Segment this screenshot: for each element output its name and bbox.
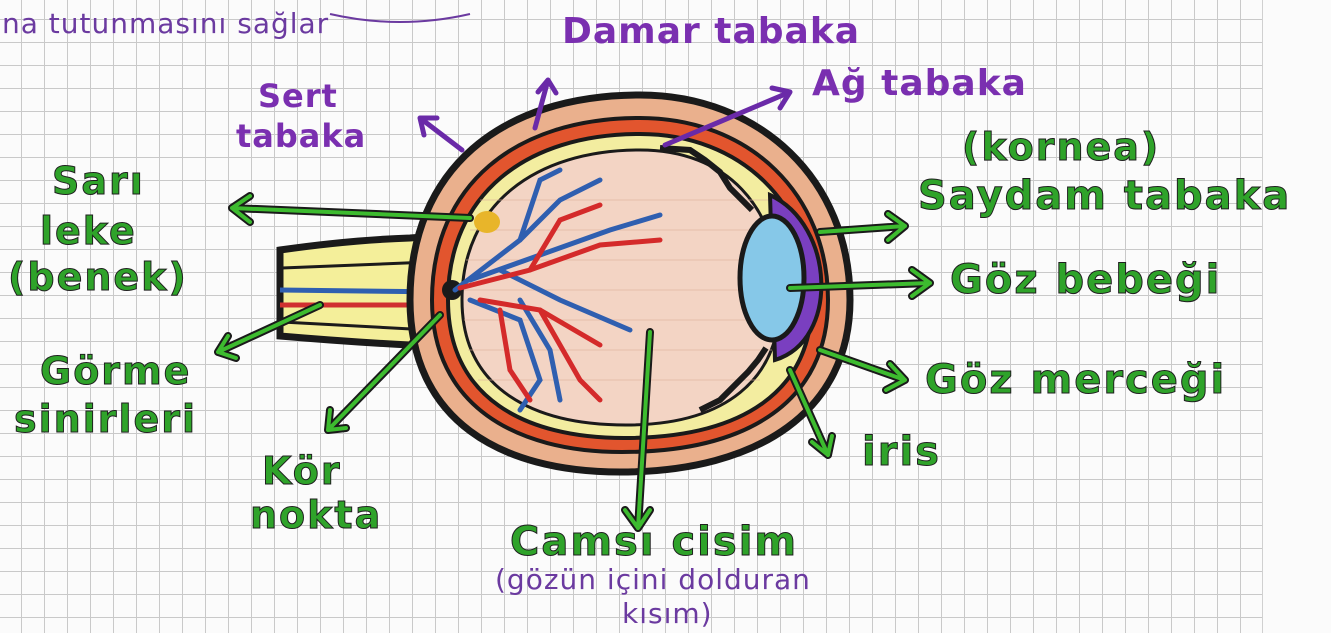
label-kor: Kör <box>262 452 342 490</box>
label-goz-bebegi: Göz bebeği <box>950 260 1221 300</box>
label-sert-tabaka: tabaka <box>236 120 366 152</box>
label-nokta: nokta <box>250 496 382 534</box>
label-saydam-tabaka: Saydam tabaka <box>918 176 1291 216</box>
lens <box>740 216 804 340</box>
yellow-spot <box>474 211 500 233</box>
label-ag-tabaka: Ağ tabaka <box>812 66 1027 102</box>
label-benek: (benek) <box>8 258 188 296</box>
label-damar-tabaka: Damar tabaka <box>562 14 860 50</box>
top-note: na tutunmasını sağlar <box>2 10 329 38</box>
label-kornea: (kornea) <box>962 128 1160 166</box>
label-camsi-cisim: Camsı cisim <box>510 522 798 562</box>
label-camsi-note-2: kısım) <box>622 600 713 628</box>
label-iris: iris <box>862 432 941 472</box>
label-sari: Sarı <box>52 162 145 200</box>
label-leke: leke <box>40 212 137 250</box>
label-goz-mercegi: Göz merceği <box>925 360 1226 400</box>
label-sert: Sert <box>258 80 338 112</box>
label-sinirleri: sinirleri <box>14 400 197 438</box>
label-camsi-note: (gözün içini dolduran <box>495 566 811 594</box>
label-gorme: Görme <box>40 352 191 390</box>
